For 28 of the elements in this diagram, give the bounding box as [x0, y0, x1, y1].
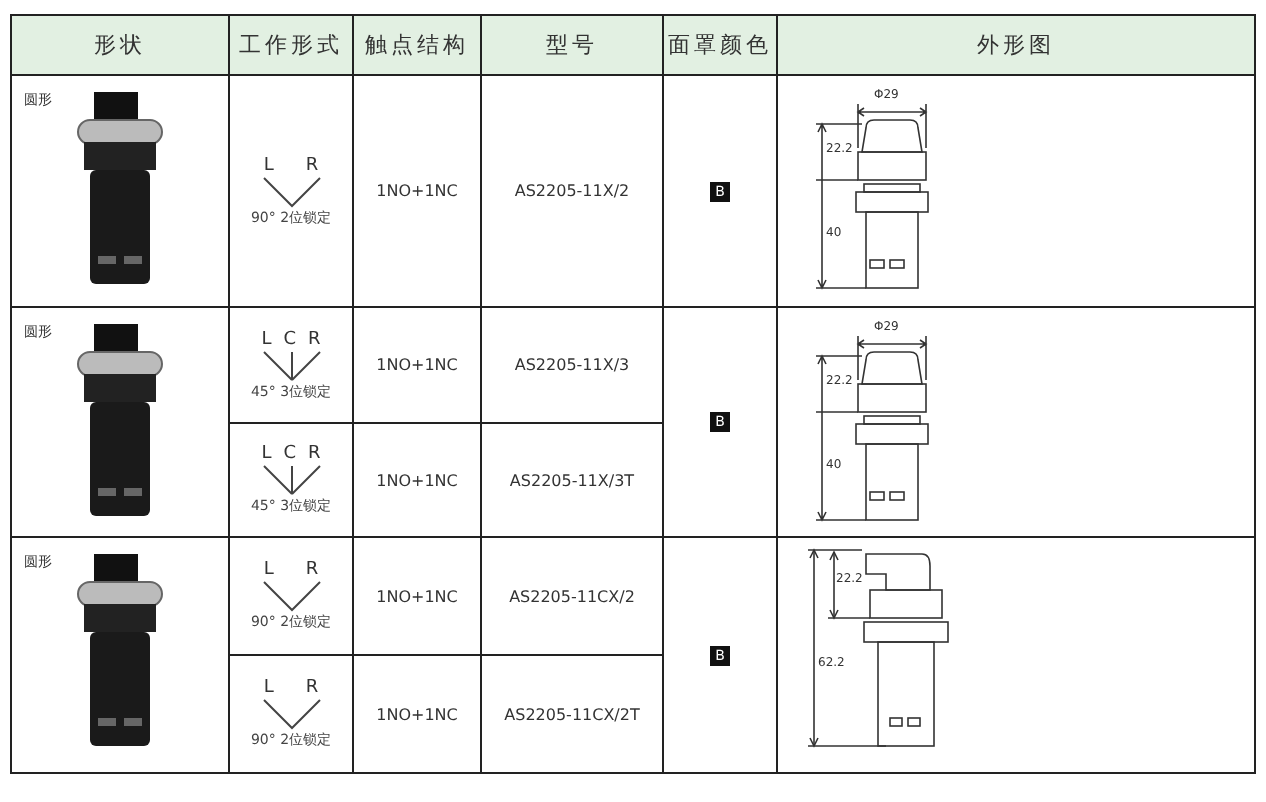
cell-text: 1NO+1NC — [376, 356, 458, 374]
position-letter: R — [305, 678, 319, 698]
column-header: 外形图 — [977, 30, 1055, 60]
cell-text: 1NO+1NC — [376, 587, 458, 605]
position-letter: C — [283, 329, 297, 349]
cell-text: 1NO+1NC — [376, 182, 458, 200]
column-header: 形状 — [94, 30, 146, 60]
position-letter: C — [283, 444, 297, 464]
column-header: 工作形式 — [239, 30, 343, 60]
position-letter: R — [308, 444, 321, 464]
cell-text: AS2205-11CX/2T — [504, 705, 640, 723]
column-header: 面罩颜色 — [668, 30, 772, 60]
column-header: 型号 — [546, 30, 598, 60]
cell-text: AS2205-11X/3T — [509, 471, 635, 489]
position-letter: R — [305, 155, 319, 175]
position-letter: R — [305, 560, 319, 580]
cell-text: AS2205-11X/2 — [514, 182, 630, 200]
position-letter: L — [263, 560, 274, 580]
position-letter: L — [261, 444, 272, 464]
cell-text: 1NO+1NC — [376, 705, 458, 723]
cell-text: AS2205-11CX/2 — [509, 587, 635, 605]
position-letter: L — [263, 678, 274, 698]
position-letter: L — [263, 155, 274, 175]
position-letter: L — [261, 329, 272, 349]
cell-text: AS2205-11X/3 — [514, 356, 630, 374]
position-letter: R — [308, 329, 321, 349]
cell-text: 1NO+1NC — [376, 471, 458, 489]
column-header: 触点结构 — [365, 30, 469, 60]
